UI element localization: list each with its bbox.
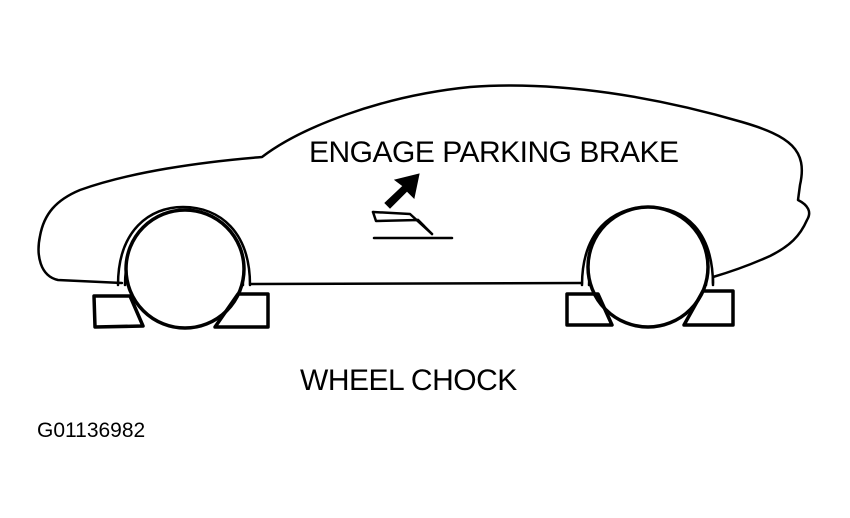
car-underbody-line — [248, 281, 584, 286]
figure-id-label: G01136982 — [37, 419, 146, 442]
parking-brake-lever-icon — [371, 210, 454, 240]
rear-front-chock-icon — [682, 289, 735, 327]
rear-wheel — [586, 205, 710, 329]
wheel-chock-label: WHEEL CHOCK — [300, 364, 517, 397]
rear-rear-chock-icon — [565, 292, 614, 327]
front-wheel — [124, 208, 246, 330]
up-arrow-icon — [384, 173, 420, 209]
front-wheel-arch-outer — [116, 205, 252, 287]
front-front-chock-icon — [213, 292, 270, 329]
car-body-outline — [37, 84, 811, 285]
front-rear-chock-icon — [92, 294, 145, 329]
engage-parking-brake-label: ENGAGE PARKING BRAKE — [309, 136, 679, 169]
